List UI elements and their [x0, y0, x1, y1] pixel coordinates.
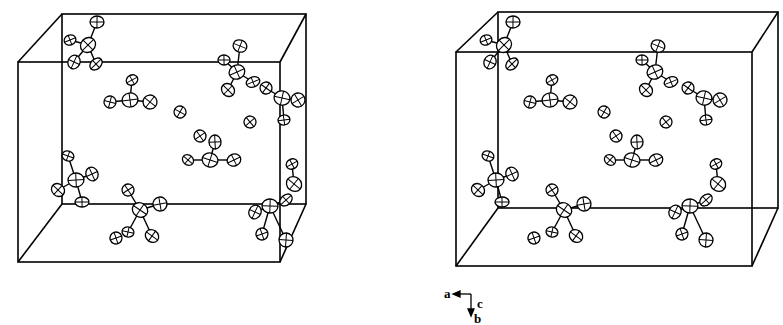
- molecule: [103, 73, 160, 112]
- axis-label: b: [474, 312, 481, 325]
- molecule: [172, 104, 188, 120]
- molecule: [544, 182, 592, 245]
- molecule: [523, 73, 580, 112]
- molecules-left: [49, 16, 308, 248]
- molecule: [63, 16, 105, 73]
- molecule: [707, 157, 728, 195]
- axis-label: a: [444, 287, 451, 300]
- molecule: [479, 16, 521, 73]
- molecule: [608, 128, 625, 145]
- molecule: [108, 230, 123, 245]
- molecule: [526, 230, 541, 245]
- molecule: [667, 192, 715, 248]
- molecule: [596, 104, 612, 120]
- molecule: [658, 114, 675, 131]
- molecule: [258, 80, 308, 126]
- molecule: [218, 38, 261, 99]
- molecule: [636, 38, 679, 99]
- axis-arrows: [453, 291, 474, 316]
- molecule: [680, 80, 730, 126]
- molecule: [120, 182, 168, 245]
- molecules-right: [469, 16, 730, 248]
- axis-label: c: [477, 297, 483, 310]
- molecule: [469, 149, 521, 207]
- unit-cell-left: [18, 14, 306, 262]
- molecule: [247, 192, 295, 248]
- unit-cell-right: [456, 12, 778, 266]
- molecule: [49, 149, 101, 207]
- molecule: [283, 157, 304, 195]
- molecule: [180, 135, 243, 169]
- molecule: [242, 114, 259, 131]
- molecule: [192, 128, 209, 145]
